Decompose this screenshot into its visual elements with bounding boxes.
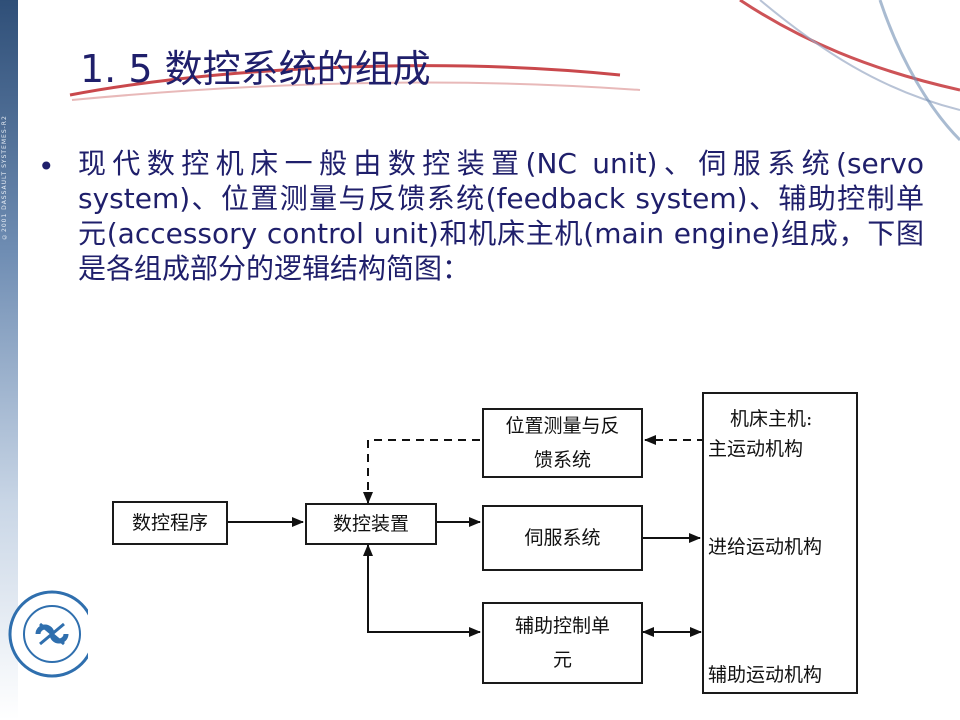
edge-feedback-to-device: [363, 439, 480, 504]
left-decor-band: [0, 0, 18, 720]
node-aux-control-line2: 元: [552, 649, 572, 671]
node-aux-control-line1: 辅助控制单: [514, 615, 610, 637]
node-aux-control: 辅助控制单 元: [482, 602, 643, 684]
bullet-paragraph: 现代数控机床一般由数控装置(NC unit)、伺服系统(servo system…: [78, 147, 924, 285]
edge-device-to-aux: [367, 560, 481, 637]
university-logo-icon: [8, 590, 96, 678]
slide-title: 1. 5 数控系统的组成: [80, 47, 431, 91]
node-nc-program-label: 数控程序: [131, 512, 208, 534]
main-engine-header: 机床主机:: [730, 408, 813, 430]
aux-motion-label: 辅助运动机构: [708, 664, 823, 686]
bullet-dot: •: [38, 150, 55, 183]
node-position-feedback-line1: 位置测量与反: [505, 415, 620, 437]
node-main-engine: 机床主机: 主运动机构 进给运动机构 辅助运动机构: [702, 392, 858, 694]
node-position-feedback-line2: 馈系统: [533, 449, 591, 471]
node-servo-label: 伺服系统: [524, 527, 601, 549]
feed-motion-label: 进给运动机构: [708, 536, 823, 558]
node-servo: 伺服系统: [482, 505, 643, 571]
node-position-feedback: 位置测量与反 馈系统: [482, 408, 643, 478]
node-nc-program: 数控程序: [112, 501, 228, 545]
node-nc-device-label: 数控装置: [332, 513, 409, 535]
node-nc-device: 数控装置: [305, 503, 437, 545]
main-motion-label: 主运动机构: [708, 438, 804, 460]
